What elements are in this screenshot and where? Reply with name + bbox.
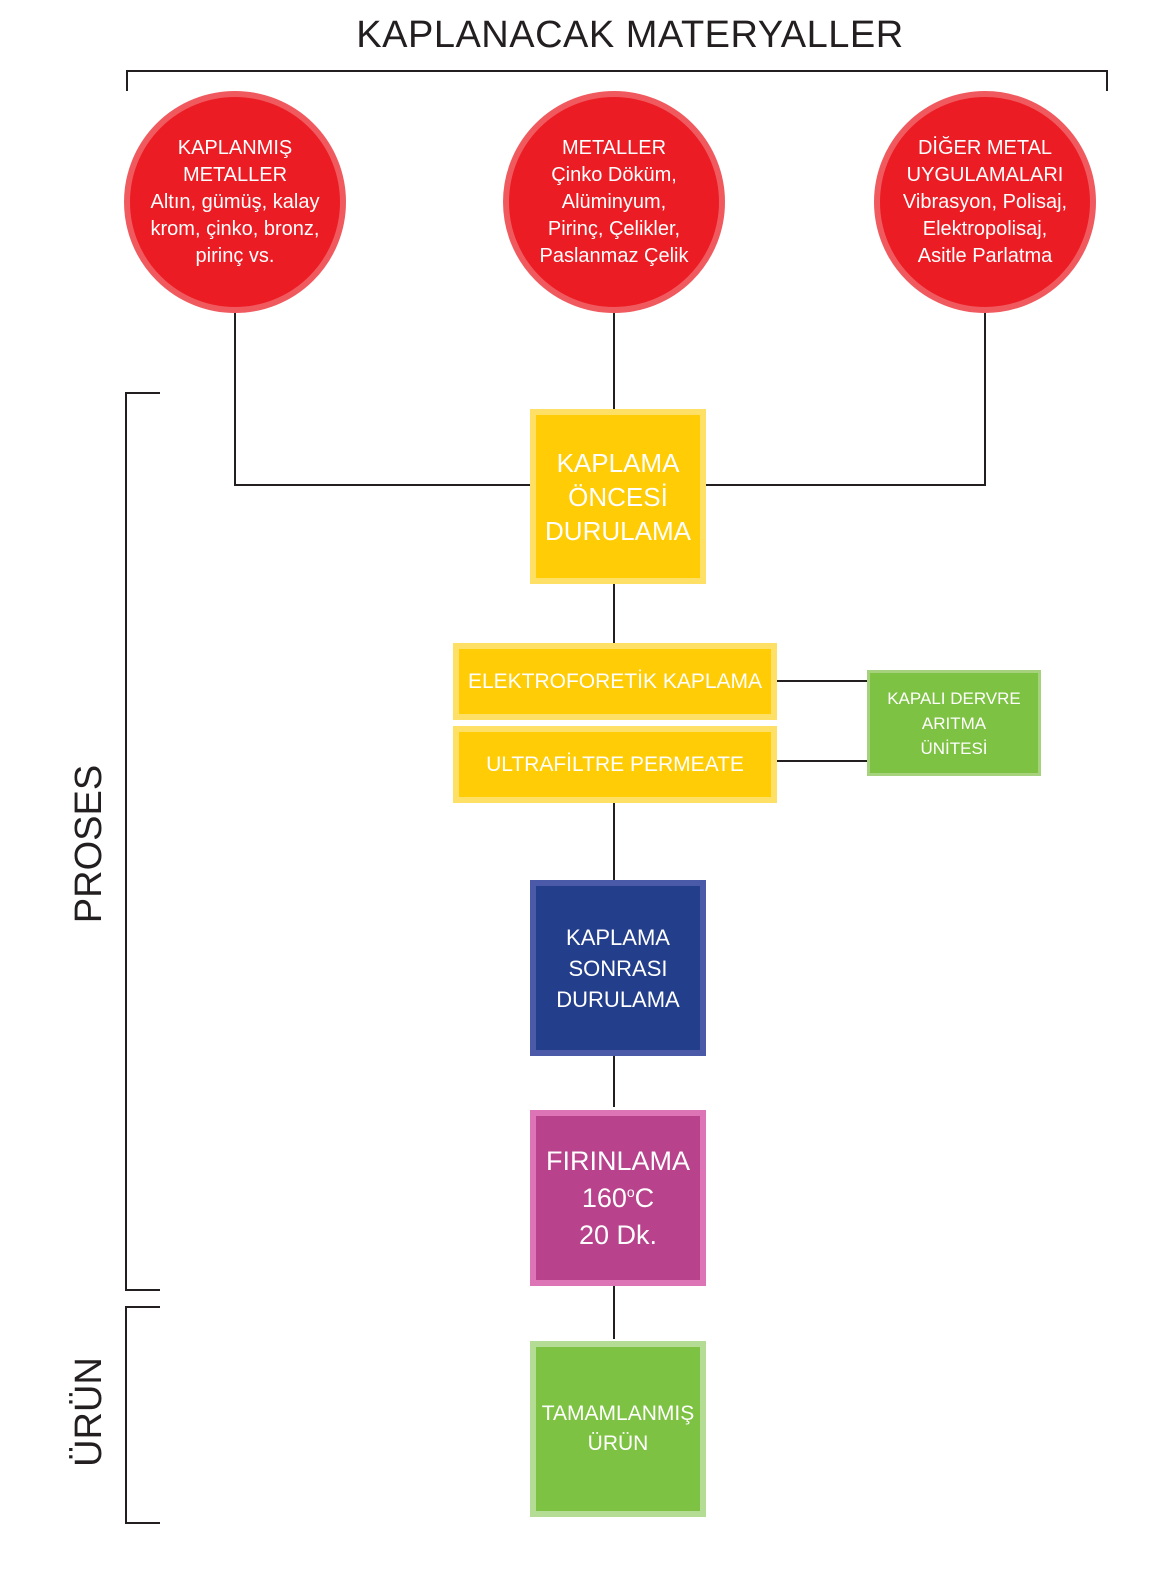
material-coated-metals: KAPLANMIŞ METALLER Altın, gümüş, kalay k… xyxy=(124,91,346,313)
material-line: UYGULAMALARI xyxy=(906,163,1064,186)
material-line: Elektropolisaj, xyxy=(922,217,1048,240)
material-line: Çinko Döküm, xyxy=(551,163,677,186)
step-pre-rinse: KAPLAMA ÖNCESİ DURULAMA xyxy=(530,409,706,584)
temp-unit: C xyxy=(634,1182,655,1213)
material-line: METALLER xyxy=(561,136,667,159)
unit-line: KAPALI DERVRE xyxy=(887,688,1021,708)
product-bracket xyxy=(125,1306,160,1524)
step-post-rinse: KAPLAMA SONRASI DURULAMA xyxy=(530,880,706,1056)
material-line: Asitle Parlatma xyxy=(917,244,1053,267)
product-label: ÜRÜN xyxy=(68,1357,110,1467)
degree-sign: o xyxy=(626,1183,635,1200)
step-electrophoretic-coating: ELEKTROFORETİK KAPLAMA xyxy=(453,643,777,720)
material-line: Altın, gümüş, kalay xyxy=(150,190,320,213)
material-line: KAPLANMIŞ xyxy=(177,136,293,159)
baking-temperature: 160oC xyxy=(582,1180,654,1217)
temp-value: 160 xyxy=(581,1182,627,1213)
diagram-title: KAPLANACAK MATERYALLER xyxy=(356,14,904,56)
material-line: Pirinç, Çelikler, xyxy=(547,217,681,240)
step-line: TAMAMLANMIŞ xyxy=(541,1402,695,1425)
baking-duration: 20 Dk. xyxy=(578,1219,658,1250)
step-line: ÜRÜN xyxy=(587,1432,649,1455)
material-line: Alüminyum, xyxy=(561,190,667,213)
step-line: KAPLAMA xyxy=(556,447,680,478)
connector-left xyxy=(234,305,532,486)
closed-loop-treatment-unit: KAPALI DERVRE ARITMA ÜNİTESİ xyxy=(867,670,1041,776)
step-line: KAPLAMA xyxy=(566,924,670,950)
material-other-applications: DİĞER METAL UYGULAMALARI Vibrasyon, Poli… xyxy=(874,91,1096,313)
step-line: ÖNCESİ xyxy=(568,481,668,512)
process-label: PROSES xyxy=(68,764,110,924)
material-line: pirinç vs. xyxy=(195,244,275,267)
step-line: DURULAMA xyxy=(556,986,680,1012)
step-label: ULTRAFİLTRE PERMEATE xyxy=(486,752,744,776)
material-line: DİĞER METAL xyxy=(917,136,1053,159)
step-line: DURULAMA xyxy=(545,515,691,546)
baking-title: FIRINLAMA xyxy=(545,1145,691,1176)
material-line: Paslanmaz Çelik xyxy=(539,244,689,267)
material-line: krom, çinko, bronz, xyxy=(150,217,320,240)
step-ultrafiltration-permeate: ULTRAFİLTRE PERMEATE xyxy=(453,726,777,803)
step-label: ELEKTROFORETİK KAPLAMA xyxy=(467,669,763,693)
materials-bracket xyxy=(126,70,1108,91)
step-baking: FIRINLAMA 160oC 20 Dk. xyxy=(530,1110,706,1286)
unit-line: ARITMA xyxy=(921,713,987,733)
process-bracket xyxy=(125,392,160,1291)
step-finished-product: TAMAMLANMIŞ ÜRÜN xyxy=(530,1341,706,1517)
step-line: SONRASI xyxy=(568,955,668,981)
connector-right xyxy=(696,305,986,486)
material-metals: METALLER Çinko Döküm, Alüminyum, Pirinç,… xyxy=(503,91,725,313)
material-line: Vibrasyon, Polisaj, xyxy=(902,190,1068,213)
material-line: METALLER xyxy=(182,163,288,186)
unit-line: ÜNİTESİ xyxy=(920,738,988,758)
